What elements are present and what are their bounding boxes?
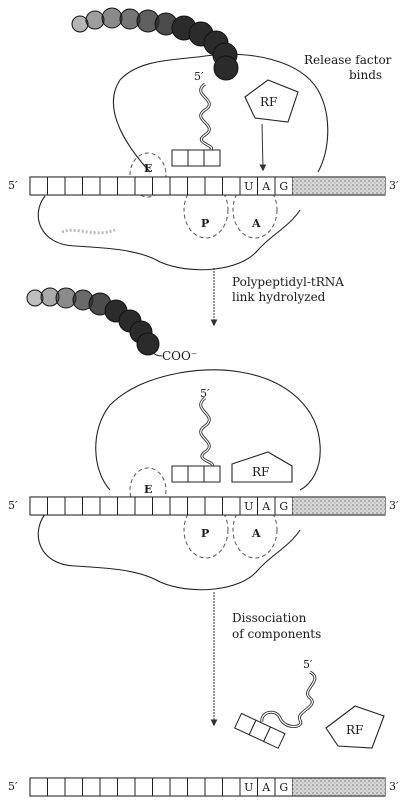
svg-text:RF: RF	[346, 723, 363, 737]
mrna-codon-cell	[65, 177, 83, 195]
mrna-codon-cell	[188, 177, 206, 195]
site-e-label: E	[144, 162, 152, 175]
svg-text:RF: RF	[252, 465, 269, 479]
stop-codon-letter: A	[261, 180, 271, 193]
ribosome-small-subunit	[38, 196, 300, 270]
mrna-codon-cell	[100, 497, 118, 515]
mrna-codon-cell	[223, 497, 241, 515]
mrna-codon-cell	[100, 778, 118, 796]
mrna-five-prime-label: 5′	[8, 499, 18, 512]
svg-text:5′: 5′	[200, 387, 210, 400]
site-a-label: A	[251, 527, 261, 540]
site-a-label: A	[251, 217, 261, 230]
mrna-codon-cell	[135, 497, 153, 515]
mrna-codon-cell	[205, 778, 223, 796]
stop-codon-letter: U	[244, 180, 253, 193]
mrna-codon-cell	[65, 778, 83, 796]
mrna-three-prime-label: 3′	[389, 499, 399, 512]
trna-five-prime-label: 5′	[194, 70, 204, 83]
anticodon-cell	[188, 150, 204, 166]
free-trna: 5′	[235, 658, 315, 748]
stop-codon-letter: G	[279, 500, 288, 513]
mrna-codon-cell	[135, 778, 153, 796]
peptidyl-trna: 5′	[172, 70, 220, 166]
mrna-codon-cell	[118, 177, 136, 195]
deacylated-trna: 5′	[172, 387, 220, 482]
mrna-codon-cell	[170, 778, 188, 796]
anticodon-cell	[172, 466, 188, 482]
anticodon-cell	[188, 466, 204, 482]
mrna-codon-cell	[188, 778, 206, 796]
step2-caption: link hydrolyzed	[232, 290, 326, 304]
site-e-label: E	[144, 483, 152, 496]
anticodon-cell	[204, 150, 220, 166]
mrna-codon-cell	[153, 177, 171, 195]
mrna-codon-cell	[205, 177, 223, 195]
step3-caption: Dissociation	[232, 611, 307, 625]
mrna-codon-cell	[48, 177, 66, 195]
mrna-codon-cell	[83, 497, 101, 515]
mrna-five-prime-label: 5′	[8, 179, 18, 192]
mrna-codon-cell	[188, 497, 206, 515]
stop-codon-letter: A	[261, 781, 271, 794]
mrna-codon-cell	[65, 497, 83, 515]
anticodon-cell	[172, 150, 188, 166]
mrna-codon-cell	[170, 497, 188, 515]
mrna-codon-cell	[30, 177, 48, 195]
mrna-codon-cell	[83, 778, 101, 796]
mrna-strand: UAG	[30, 778, 385, 796]
anticodon-cell	[204, 466, 220, 482]
mrna-three-prime-label: 3′	[389, 179, 399, 192]
mrna-codon-cell	[135, 177, 153, 195]
free-release-factor: RF	[326, 706, 384, 748]
mrna-codon-cell	[30, 497, 48, 515]
stop-codon-letter: G	[279, 180, 288, 193]
mrna-codon-cell	[83, 177, 101, 195]
mrna-codon-cell	[170, 177, 188, 195]
stop-codon-letter: A	[261, 500, 271, 513]
site-p-label: P	[201, 527, 209, 540]
carboxyl-label: COO⁻	[162, 349, 197, 363]
mrna-codon-cell	[205, 497, 223, 515]
step1-caption: Release factor	[304, 53, 392, 67]
svg-text:RF: RF	[260, 95, 277, 109]
mrna-untranslated-region	[293, 178, 386, 195]
released-polypeptide: COO⁻	[27, 288, 197, 363]
step1-caption: binds	[349, 68, 382, 82]
stop-codon-letter: G	[279, 781, 288, 794]
binding-arrow	[262, 124, 263, 170]
site-p-label: P	[201, 217, 209, 230]
stop-codon-letter: U	[244, 781, 253, 794]
mrna-codon-cell	[118, 778, 136, 796]
mrna-codon-cell	[100, 177, 118, 195]
mrna-codon-cell	[118, 497, 136, 515]
mrna-codon-cell	[153, 497, 171, 515]
mrna-untranslated-region	[293, 779, 386, 796]
svg-text:5′: 5′	[303, 658, 313, 671]
mrna-codon-cell	[223, 177, 241, 195]
step3-caption: of components	[232, 627, 321, 641]
mrna-codon-cell	[223, 778, 241, 796]
mrna-codon-cell	[48, 778, 66, 796]
mrna-codon-cell	[48, 497, 66, 515]
step2-caption: Polypeptidyl-tRNA	[232, 275, 344, 289]
bound-release-factor: RF	[232, 452, 292, 482]
exiting-trna-ghost	[62, 230, 115, 233]
ribosome-small-subunit	[38, 514, 300, 590]
stop-codon-letter: U	[244, 500, 253, 513]
mrna-codon-cell	[30, 778, 48, 796]
release-factor: RF	[245, 80, 298, 122]
mrna-three-prime-label: 3′	[389, 780, 399, 793]
mrna-five-prime-label: 5′	[8, 780, 18, 793]
mrna-untranslated-region	[293, 498, 386, 515]
polypeptide-chain	[72, 8, 238, 80]
mrna-codon-cell	[153, 778, 171, 796]
